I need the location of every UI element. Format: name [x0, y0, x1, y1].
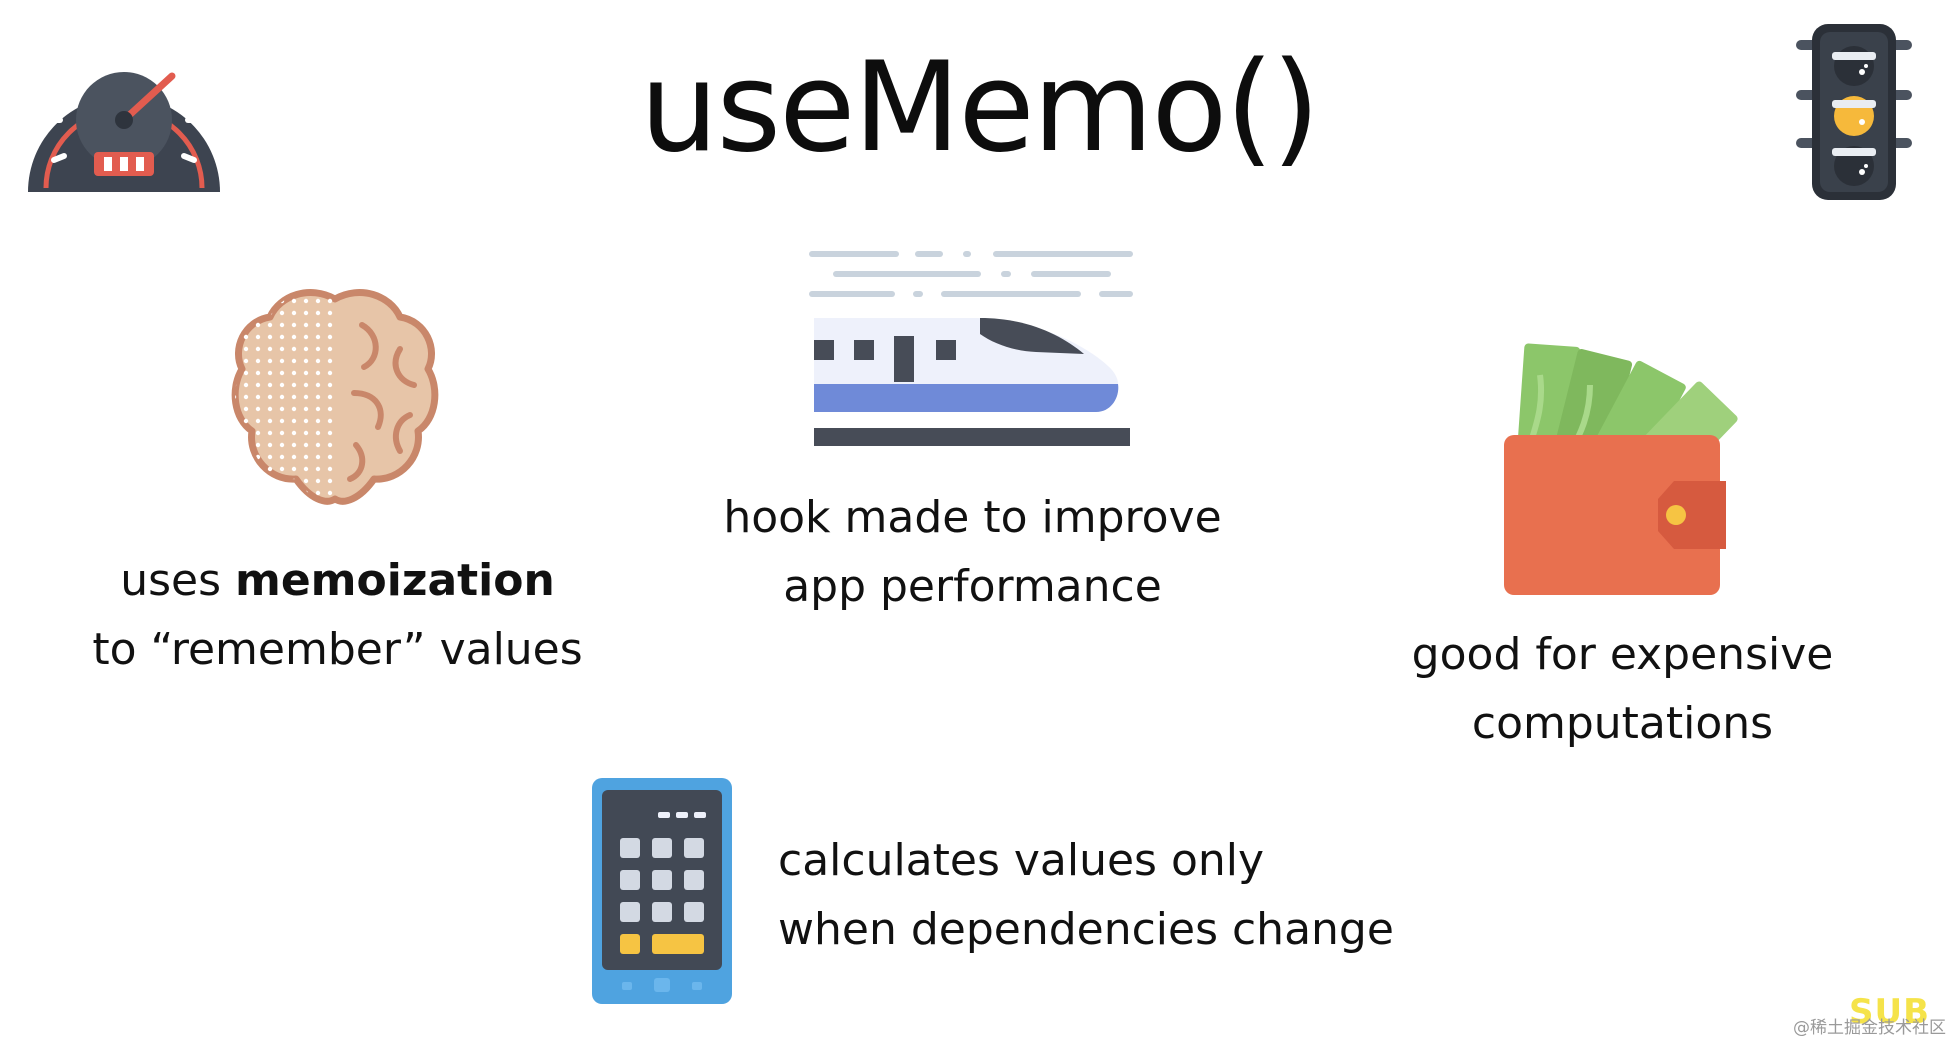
performance-caption: hook made to improve app performance [700, 483, 1245, 621]
dependencies-caption: calculates values only when dependencies… [778, 826, 1438, 964]
expensive-caption-line1: good for expensive [1411, 629, 1834, 680]
memoization-caption-line2: to “remember” values [92, 624, 583, 675]
calculator-icon [592, 778, 732, 1004]
speedometer-icon [24, 20, 224, 192]
dependencies-caption-line2: when dependencies change [778, 904, 1394, 955]
brain-icon [230, 285, 440, 515]
memoization-caption: uses memoization to “remember” values [70, 546, 605, 684]
expensive-caption: good for expensive computations [1390, 620, 1855, 758]
memoization-keyword: memoization [234, 555, 555, 606]
dependencies-caption-line1: calculates values only [778, 835, 1265, 886]
performance-caption-line1: hook made to improve [723, 492, 1222, 543]
memoization-caption-line1: uses memoization [120, 555, 555, 606]
wallet-icon [1500, 335, 1745, 600]
bullet-train-icon [808, 248, 1138, 448]
traffic-light-icon [1796, 22, 1912, 202]
performance-caption-line2: app performance [783, 561, 1162, 612]
page-title: useMemo() [639, 36, 1320, 180]
expensive-caption-line2: computations [1471, 698, 1774, 749]
watermark: @稀土掘金技术社区 [1793, 1018, 1946, 1038]
sub-badge: SUB [1848, 992, 1930, 1032]
